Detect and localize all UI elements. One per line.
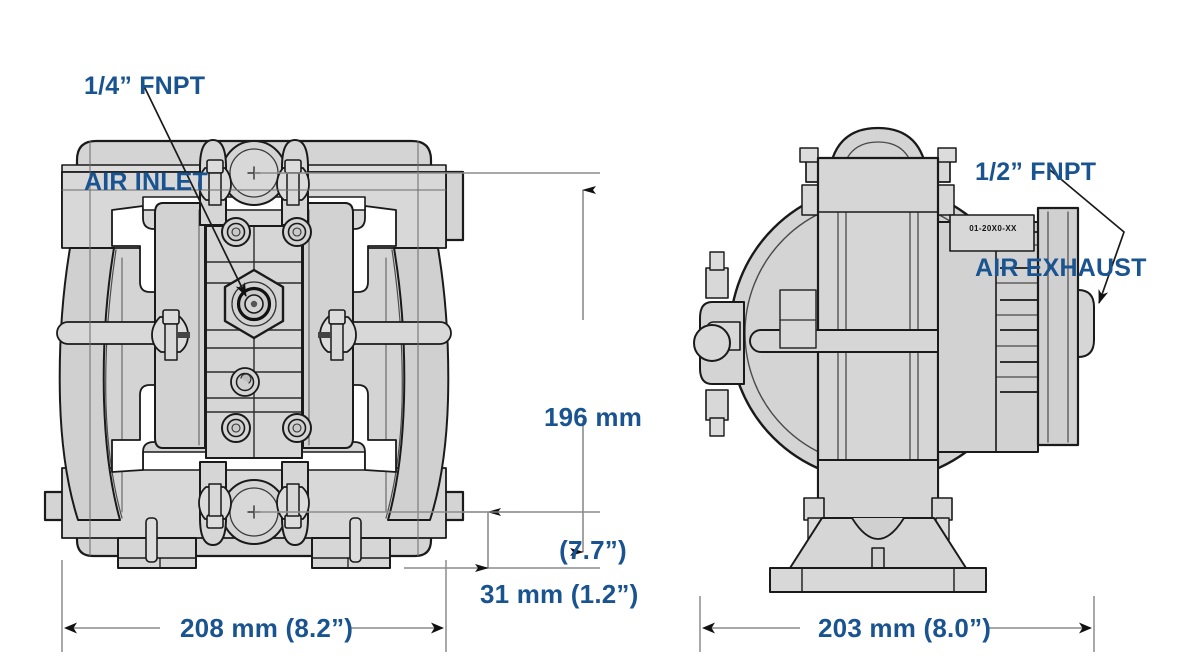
dimension-label-port-height: 31 mm (1.2”) <box>480 579 639 609</box>
front-mounting-feet <box>117 517 391 569</box>
front-reference-lines <box>61 140 447 557</box>
leader-air-inlet <box>142 83 247 297</box>
side-view <box>693 126 1095 593</box>
front-center-small-boss <box>230 367 260 397</box>
callout-air-exhaust-line1: 1/2” FNPT <box>975 158 1097 186</box>
front-view <box>43 139 465 569</box>
dimension-label-overall-height: 196 mm (7.7”) <box>528 334 658 633</box>
air-exhaust-port <box>1036 206 1095 447</box>
front-lower-bolts <box>221 413 312 443</box>
callout-air-inlet-line1: 1/4” FNPT <box>84 72 206 100</box>
callout-air-exhaust: 1/2” FNPT AIR EXHAUST <box>975 92 1147 348</box>
dimension-overall-height-line1: 196 mm <box>543 401 643 432</box>
extension-lines <box>61 172 1095 652</box>
side-left-clamp <box>693 251 817 437</box>
side-muffler-stack <box>937 214 1041 453</box>
front-grip-ribs <box>56 321 452 345</box>
callout-air-exhaust-line2: AIR EXHAUST <box>975 254 1147 282</box>
leader-air-exhaust <box>1049 169 1125 304</box>
front-top-clamp-bolts <box>198 159 310 206</box>
front-upper-bolts <box>221 217 312 247</box>
dimension-label-front-width: 208 mm (8.2”) <box>180 613 354 643</box>
callout-air-inlet-line2: AIR INLET <box>84 168 209 196</box>
front-bottom-clamp-bolts <box>198 483 310 529</box>
dimension-port-height <box>460 508 520 572</box>
part-number-stamp: 01-20X0-XX <box>969 224 1017 233</box>
front-mid-clamp-bolts <box>151 309 357 361</box>
dimension-overall-height-line2b: (7.7”) <box>559 534 627 565</box>
dimension-label-side-width: 203 mm (8.0”) <box>818 613 992 643</box>
callout-air-inlet: 1/4” FNPT AIR INLET <box>84 6 208 262</box>
side-pedestal-base <box>769 459 987 593</box>
